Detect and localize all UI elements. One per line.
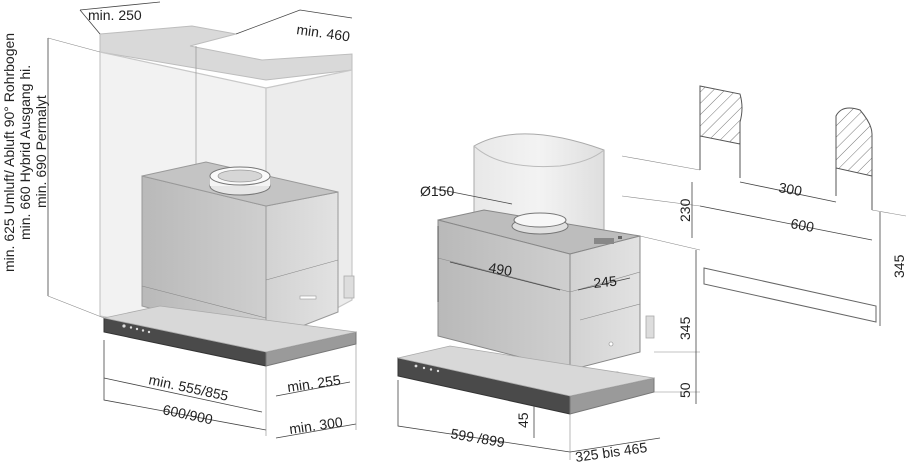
height-notes: min. 625 Umluft/ Abluft 90° Rohrbogen mi… (1, 33, 49, 272)
height-note-2: min. 660 Hybrid Ausgang hi. (17, 65, 33, 240)
control-buttons (122, 324, 151, 334)
cabinet-top-board (99, 25, 353, 81)
label-height-top: 230 (677, 198, 693, 222)
label-width-outer: 600/900 (161, 401, 214, 427)
wall-left-hatch (699, 85, 743, 145)
hood-slot (299, 295, 317, 300)
height-note-3: min. 690 Permalyt (33, 95, 49, 208)
wall-dimension-lines (621, 155, 907, 326)
label-depth-bottom: min. 255 (286, 372, 342, 395)
hood-body-side (569, 235, 641, 371)
hood-box-side (265, 191, 339, 341)
label-top-width: min. 460 (296, 21, 352, 44)
label-extension: 325 bis 465 (574, 439, 648, 465)
hood-figure (397, 133, 655, 415)
label-duct-diameter: Ø150 (420, 183, 454, 199)
label-body-width: 245 (593, 273, 618, 291)
hood-control-buttons (414, 364, 440, 373)
label-body-depth: 490 (487, 259, 513, 279)
wall-section-figure (699, 85, 877, 323)
vent-grid (594, 236, 622, 244)
wall-rail (703, 267, 877, 323)
label-front-thickness: 45 (515, 412, 531, 428)
label-top-depth: min. 250 (88, 7, 142, 23)
label-height-right: 345 (891, 254, 907, 278)
label-front-height: 50 (677, 382, 693, 398)
label-depth-outer: min. 300 (288, 414, 344, 437)
label-body-height: 345 (677, 316, 693, 340)
label-inner-gap: 300 (777, 179, 803, 199)
left-cabinet-figure (99, 25, 357, 367)
label-outer-width: 600 (789, 215, 815, 235)
label-hood-width: 599 /899 (449, 425, 506, 450)
height-note-1: min. 625 Umluft/ Abluft 90° Rohrbogen (1, 33, 17, 272)
wall-right-hatch (835, 107, 873, 177)
left-dimension-lines (47, 1, 357, 439)
label-width-inner: min. 555/855 (147, 371, 230, 404)
hood-dimension-lines (397, 187, 701, 460)
